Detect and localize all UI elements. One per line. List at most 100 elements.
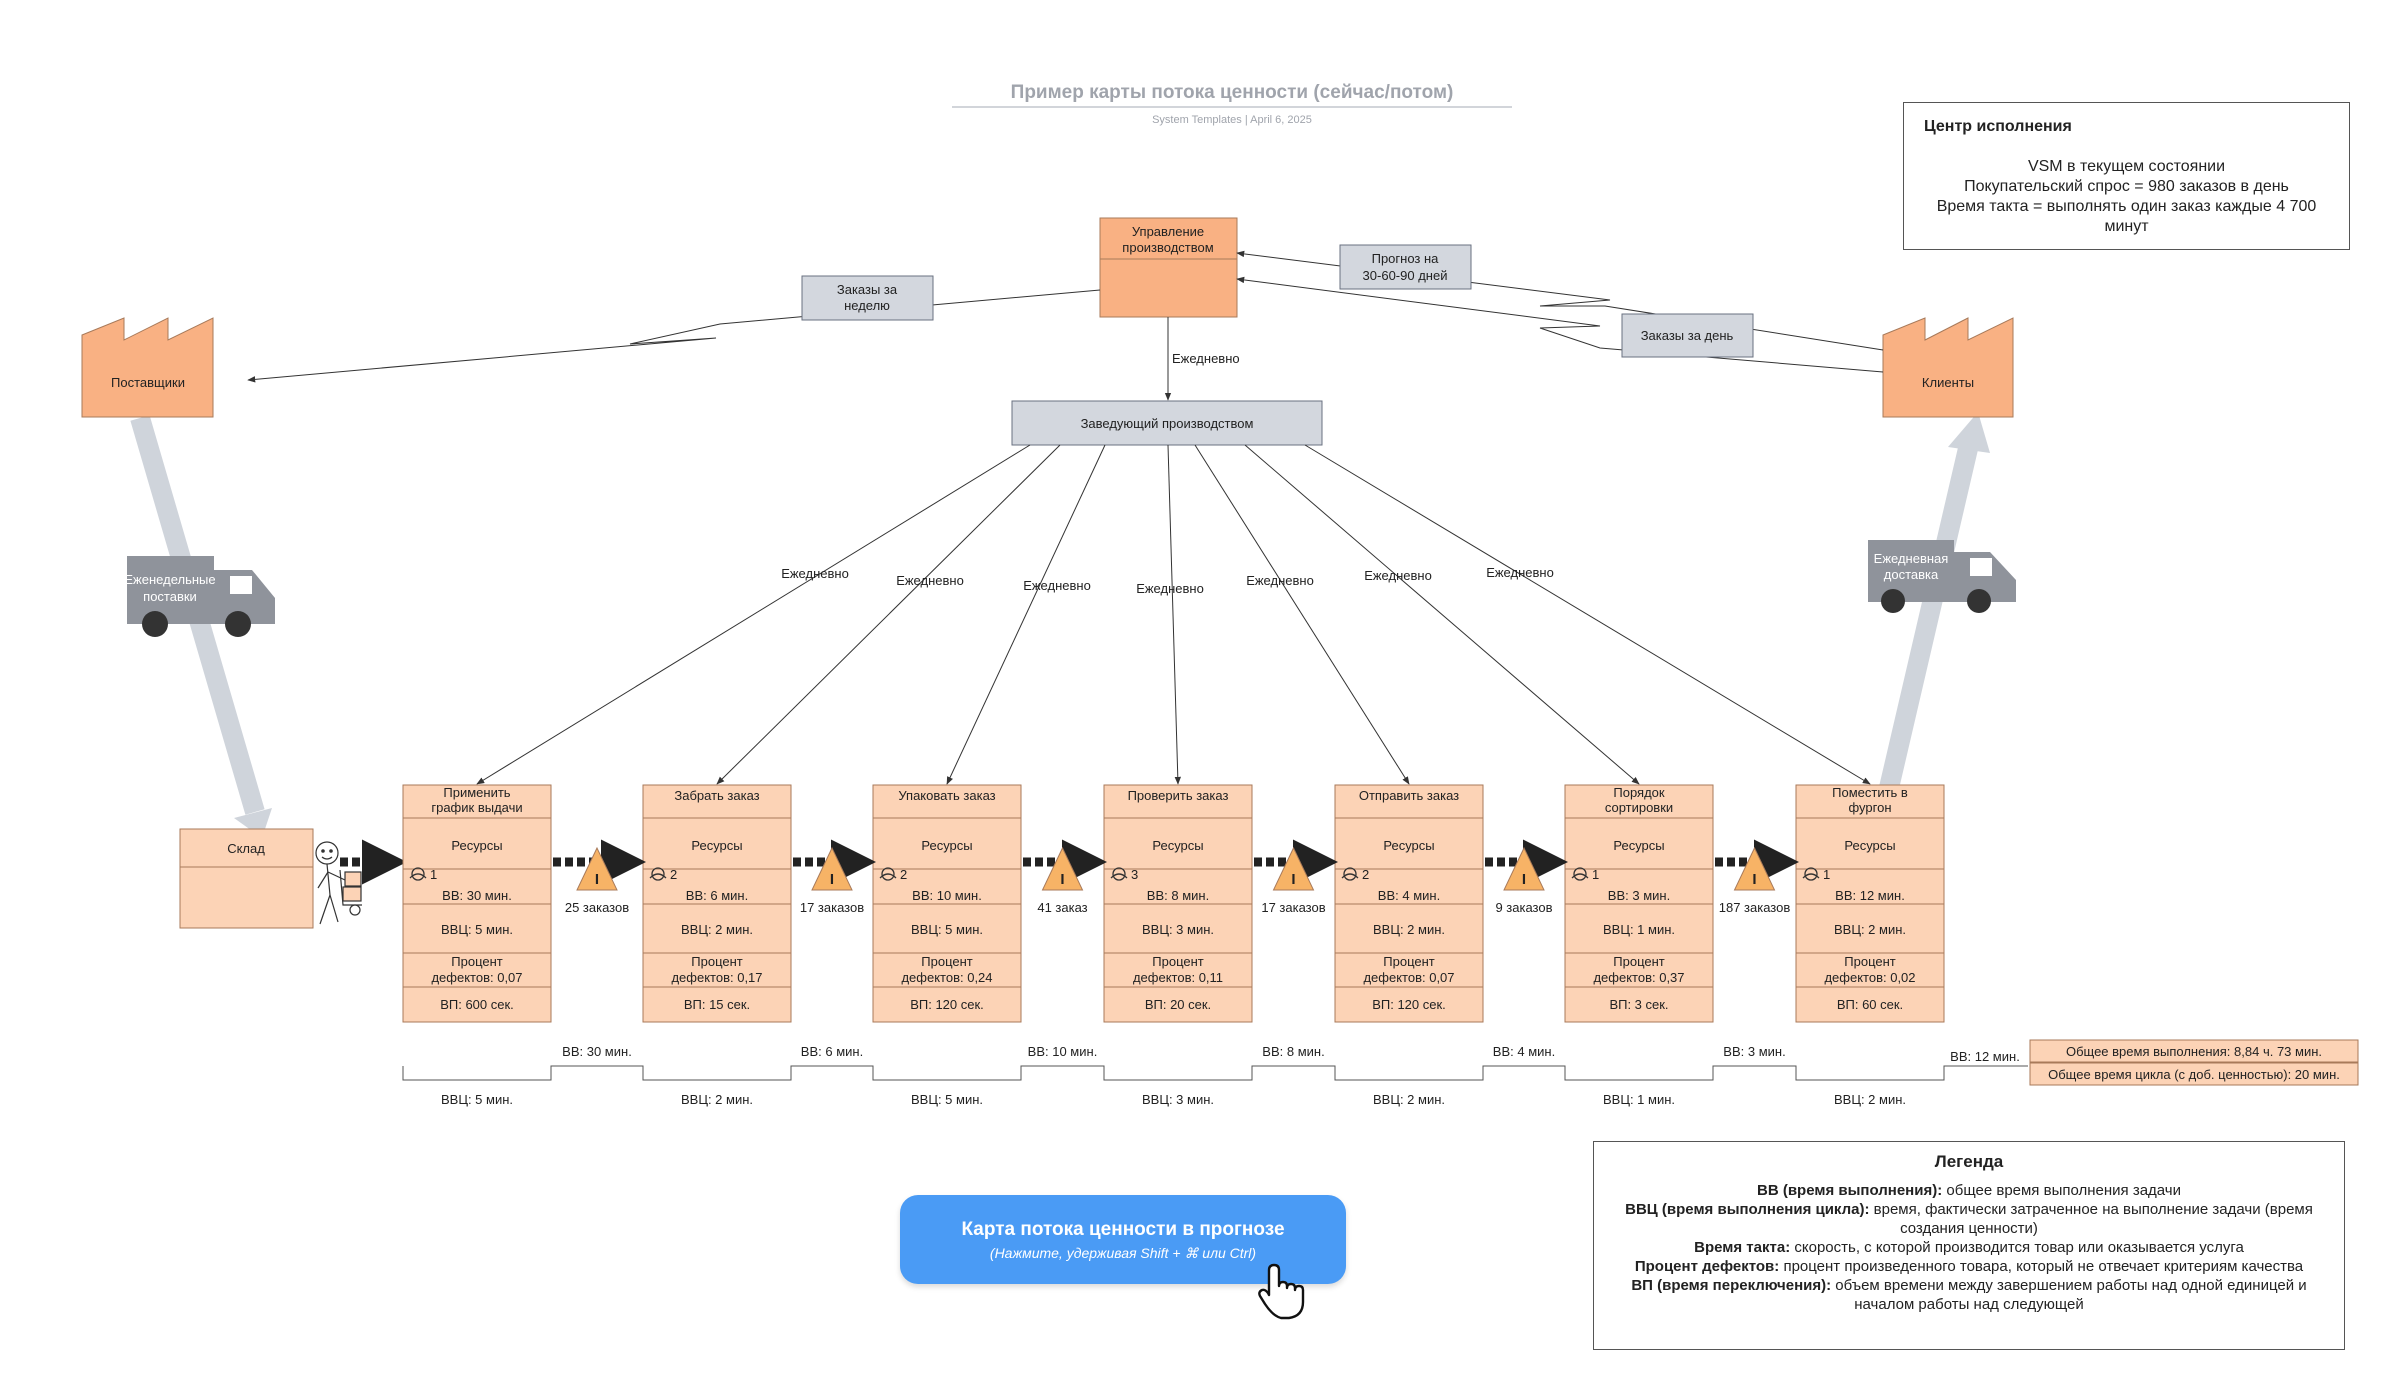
operator-count: 2 <box>900 867 907 882</box>
process-changeover: ВП: 3 сек. <box>1609 997 1668 1012</box>
inventory-count: 41 заказ <box>1037 900 1087 915</box>
process-defects: Процент <box>1383 954 1435 969</box>
timeline-lead-time: ВВ: 10 мин. <box>1028 1044 1098 1059</box>
process-cycle-time: ВВЦ: 3 мин. <box>1142 922 1214 937</box>
fulfillment-center-info-box: Центр исполнения VSM в текущем состоянии… <box>1903 102 2350 250</box>
process-changeover: ВП: 600 сек. <box>440 997 514 1012</box>
timeline-cycle-time: ВВЦ: 2 мин. <box>681 1092 753 1107</box>
customer-push-arrowhead <box>1948 412 1990 453</box>
process-name: Применить <box>443 785 510 800</box>
inventory-triangle-icon <box>1733 846 1776 891</box>
process-defects: дефектов: 0,07 <box>1363 970 1454 985</box>
schedule-label-3: Ежедневно <box>1023 578 1091 593</box>
process-lead-time: ВВ: 3 мин. <box>1608 888 1670 903</box>
legend-title: Легенда <box>1934 1152 2004 1171</box>
svg-text:Прогноз на: Прогноз на <box>1372 251 1440 266</box>
timeline-cycle-time: ВВЦ: 3 мин. <box>1142 1092 1214 1107</box>
process-lead-time: ВВ: 10 мин. <box>912 888 982 903</box>
daily-orders-tag: Заказы за день <box>1621 313 1754 358</box>
info-box-body: VSM в текущем состоянии Покупательский с… <box>1914 157 2339 237</box>
inventory-count: 9 заказов <box>1495 900 1552 915</box>
process-lead-time: ВВ: 8 мин. <box>1147 888 1209 903</box>
svg-text:I: I <box>595 871 599 888</box>
schedule-label-6: Ежедневно <box>1364 568 1432 583</box>
info-line-takt: Время такта = выполнять один заказ кажды… <box>1936 198 2317 235</box>
process-defects: Процент <box>1613 954 1665 969</box>
process-changeover: ВП: 120 сек. <box>1372 997 1446 1012</box>
process-cycle-time: ВВЦ: 2 мин. <box>1834 922 1906 937</box>
legend-row-ct: ВВЦ (время выполнения цикла): время, фак… <box>1625 1201 2313 1237</box>
suppliers-factory: Поставщики <box>81 317 214 418</box>
process-changeover: ВП: 60 сек. <box>1837 997 1903 1012</box>
schedule-line-6 <box>1244 444 1640 785</box>
process-defects: дефектов: 0,24 <box>901 970 992 985</box>
schedule-label-4: Ежедневно <box>1136 581 1204 596</box>
legend-row-takt: Время такта: скорость, с которой произво… <box>1694 1239 2244 1256</box>
schedule-label-2: Ежедневно <box>896 573 964 588</box>
legend-row-co: ВП (время переключения): объем времени м… <box>1631 1277 2307 1313</box>
operator-icon <box>1341 867 1359 881</box>
inventory-count: 17 заказов <box>1261 900 1325 915</box>
customers-label: Клиенты <box>1922 375 1974 390</box>
schedule-line-5 <box>1194 444 1410 785</box>
timeline-lead-time: ВВ: 30 мин. <box>562 1044 632 1059</box>
customer-push-arrow <box>1875 437 1980 808</box>
svg-text:Заведующий производством: Заведующий производством <box>1081 416 1254 431</box>
timeline-lead-time: ВВ: 6 мин. <box>801 1044 863 1059</box>
daily-orders-flow <box>1236 276 1884 373</box>
legend-box: Легенда ВВ (время выполнения): общее вре… <box>1593 1141 2345 1350</box>
svg-text:Склад: Склад <box>227 841 265 856</box>
inventory-count: 17 заказов <box>800 900 864 915</box>
process-defects: дефектов: 0,11 <box>1133 970 1223 985</box>
process-lead-time: ВВ: 4 мин. <box>1378 888 1440 903</box>
schedule-line-4 <box>1167 444 1181 785</box>
inventory-4: I 17 заказов <box>1254 839 1338 915</box>
schedule-line-7 <box>1304 444 1871 785</box>
inventory-3: I41 заказ <box>1023 839 1107 915</box>
process-changeover: ВП: 15 сек. <box>684 997 750 1012</box>
process-resources: Ресурсы <box>1613 838 1664 853</box>
process-resources: Ресурсы <box>1383 838 1434 853</box>
svg-text:I: I <box>1752 871 1756 888</box>
timeline-lead-time: ВВ: 3 мин. <box>1723 1044 1785 1059</box>
total-cycle-time-box: Общее время цикла (с доб. ценностью): 20… <box>2029 1062 2359 1086</box>
inventory-triangle-icon <box>1503 846 1545 891</box>
info-line-current-state: VSM в текущем состоянии <box>2027 158 2226 175</box>
svg-text:Общее время выполнения: 8,84 ч: Общее время выполнения: 8,84 ч. 73 мин. <box>2066 1044 2322 1059</box>
process-name: Поместить в <box>1832 785 1908 800</box>
process-defects: Процент <box>1152 954 1204 969</box>
timeline-cycle-time: ВВЦ: 2 мин. <box>1834 1092 1906 1107</box>
process-defects: Процент <box>1844 954 1896 969</box>
inventory-1: I25 заказов <box>553 839 646 915</box>
timeline-cycle-time: ВВЦ: 1 мин. <box>1603 1092 1675 1107</box>
process-name: Отправить заказ <box>1359 788 1459 803</box>
process-name: Порядок <box>1613 785 1665 800</box>
schedule-label-5: Ежедневно <box>1246 573 1314 588</box>
timeline-cycle-time: ВВЦ: 5 мин. <box>441 1092 513 1107</box>
operator-count: 1 <box>430 867 437 882</box>
process-resources: Ресурсы <box>451 838 502 853</box>
operator-icon <box>1571 867 1589 881</box>
timeline-lead-time: ВВ: 12 мин. <box>1950 1049 2020 1064</box>
process-resources: Ресурсы <box>1152 838 1203 853</box>
process-defects: Процент <box>691 954 743 969</box>
total-lead-time-box: Общее время выполнения: 8,84 ч. 73 мин. <box>2029 1039 2359 1063</box>
daily-delivery-truck: Ежедневная доставка <box>1868 540 2016 613</box>
process-name: график выдачи <box>431 800 522 815</box>
svg-text:I: I <box>1291 871 1295 888</box>
operator-icon <box>1110 867 1128 881</box>
customers-factory: Клиенты <box>1882 317 2014 418</box>
document-meta: System Templates | April 6, 2025 <box>1152 114 1312 126</box>
process-cycle-time: ВВЦ: 5 мин. <box>441 922 513 937</box>
inventory-triangle-icon <box>811 846 853 891</box>
process-cycle-time: ВВЦ: 1 мин. <box>1603 922 1675 937</box>
supervisor-box: Заведующий производством <box>1011 400 1323 446</box>
warehouse-box: Склад <box>179 828 314 929</box>
operator-count: 2 <box>1362 867 1369 882</box>
process-lead-time: ВВ: 30 мин. <box>442 888 512 903</box>
